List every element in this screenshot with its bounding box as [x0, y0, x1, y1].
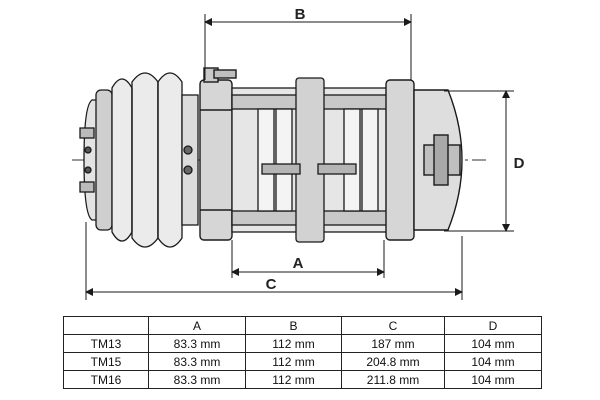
dimension-d-label: D	[514, 155, 525, 172]
dimension-c-label: C	[266, 276, 277, 293]
header-d: D	[444, 316, 542, 335]
header-c: C	[341, 316, 445, 335]
clutch-hub	[79, 89, 113, 231]
cell-model: TM16	[63, 370, 149, 389]
cell-a: 83.3 mm	[148, 352, 246, 371]
cell-model: TM15	[63, 352, 149, 371]
rear-housing	[385, 79, 463, 241]
dimension-d	[444, 90, 514, 232]
dimension-b-label: B	[295, 6, 306, 23]
header-model	[63, 316, 149, 335]
header-a: A	[148, 316, 246, 335]
table-header-row: A B C D	[63, 316, 542, 335]
table-row: TM15 83.3 mm 112 mm 204.8 mm 104 mm	[63, 352, 542, 371]
front-housing	[199, 67, 237, 241]
cell-a: 83.3 mm	[148, 370, 246, 389]
header-b: B	[245, 316, 342, 335]
dimension-a	[231, 240, 385, 278]
dimension-a-label: A	[293, 255, 304, 272]
compressor-diagram: B D A C	[72, 6, 525, 300]
cell-b: 112 mm	[245, 352, 342, 371]
cell-c: 204.8 mm	[341, 352, 445, 371]
pulley	[111, 72, 199, 248]
cell-b: 112 mm	[245, 370, 342, 389]
cell-a: 83.3 mm	[148, 334, 246, 353]
spec-table: A B C D TM13 83.3 mm 112 mm 187 mm 104 m…	[63, 316, 542, 389]
cell-c: 187 mm	[341, 334, 445, 353]
cell-b: 112 mm	[245, 334, 342, 353]
cell-d: 104 mm	[444, 334, 542, 353]
table-row: TM13 83.3 mm 112 mm 187 mm 104 mm	[63, 334, 542, 353]
cell-d: 104 mm	[444, 370, 542, 389]
cylinder-body	[231, 77, 413, 243]
cell-c: 211.8 mm	[341, 370, 445, 389]
dimension-c	[85, 222, 463, 300]
cell-model: TM13	[63, 334, 149, 353]
dimension-b	[204, 14, 412, 80]
cell-d: 104 mm	[444, 352, 542, 371]
table-row: TM16 83.3 mm 112 mm 211.8 mm 104 mm	[63, 370, 542, 389]
